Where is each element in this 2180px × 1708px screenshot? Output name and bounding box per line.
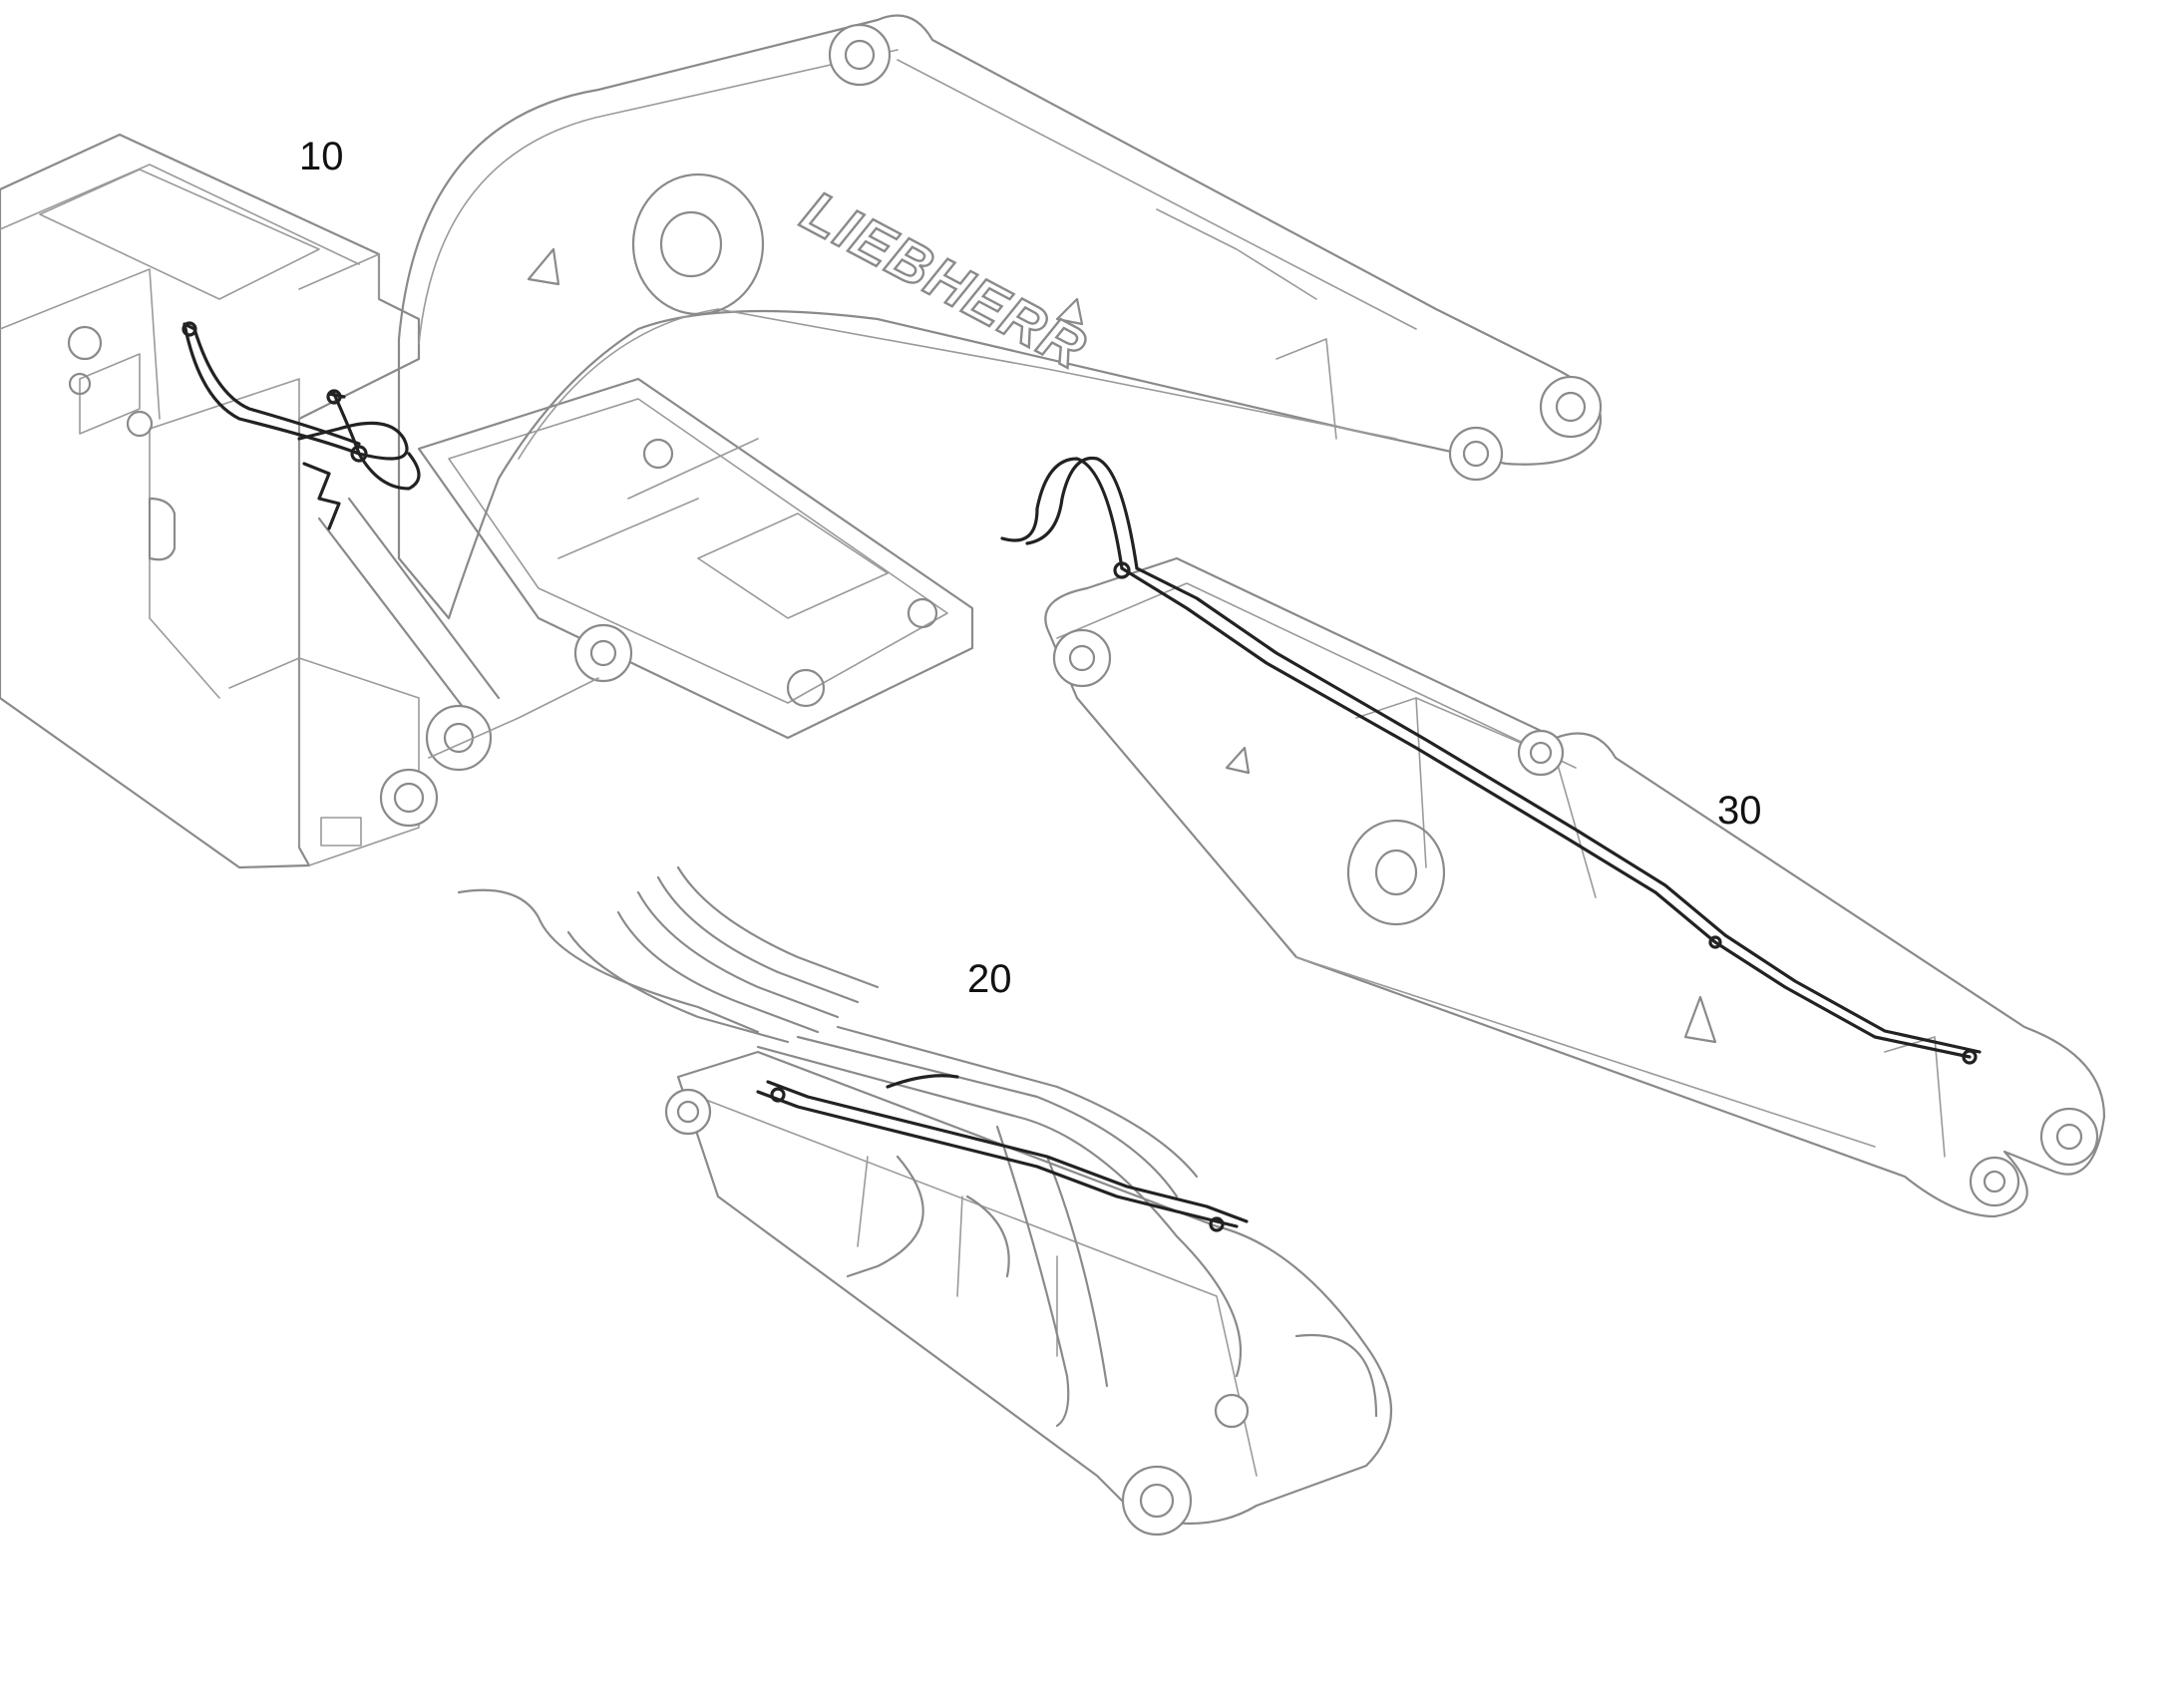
callout-10: 10: [299, 135, 344, 178]
uppercarriage-frame: [0, 133, 439, 869]
callout-30: 30: [1717, 789, 1762, 833]
stick-assembly-20: [457, 865, 1392, 1537]
boom-assembly-10: LIEBHERR: [0, 14, 1603, 869]
liebherr-logo: LIEBHERR: [791, 177, 1099, 383]
boom-body: LIEBHERR: [397, 14, 1603, 620]
stick-assembly-30: [1000, 456, 2106, 1218]
hose-set-30: [1000, 456, 1982, 1065]
svg-text:LIEBHERR: LIEBHERR: [792, 178, 1097, 382]
stick-body-30: [1044, 556, 2106, 1218]
callout-20: 20: [967, 957, 1012, 1001]
turntable-frame: [417, 377, 974, 740]
stick-body-20: [664, 1050, 1392, 1537]
hose-bundle-20: [457, 865, 1249, 1428]
boom-pivots: [317, 497, 633, 772]
hose-set-10: [182, 321, 421, 530]
